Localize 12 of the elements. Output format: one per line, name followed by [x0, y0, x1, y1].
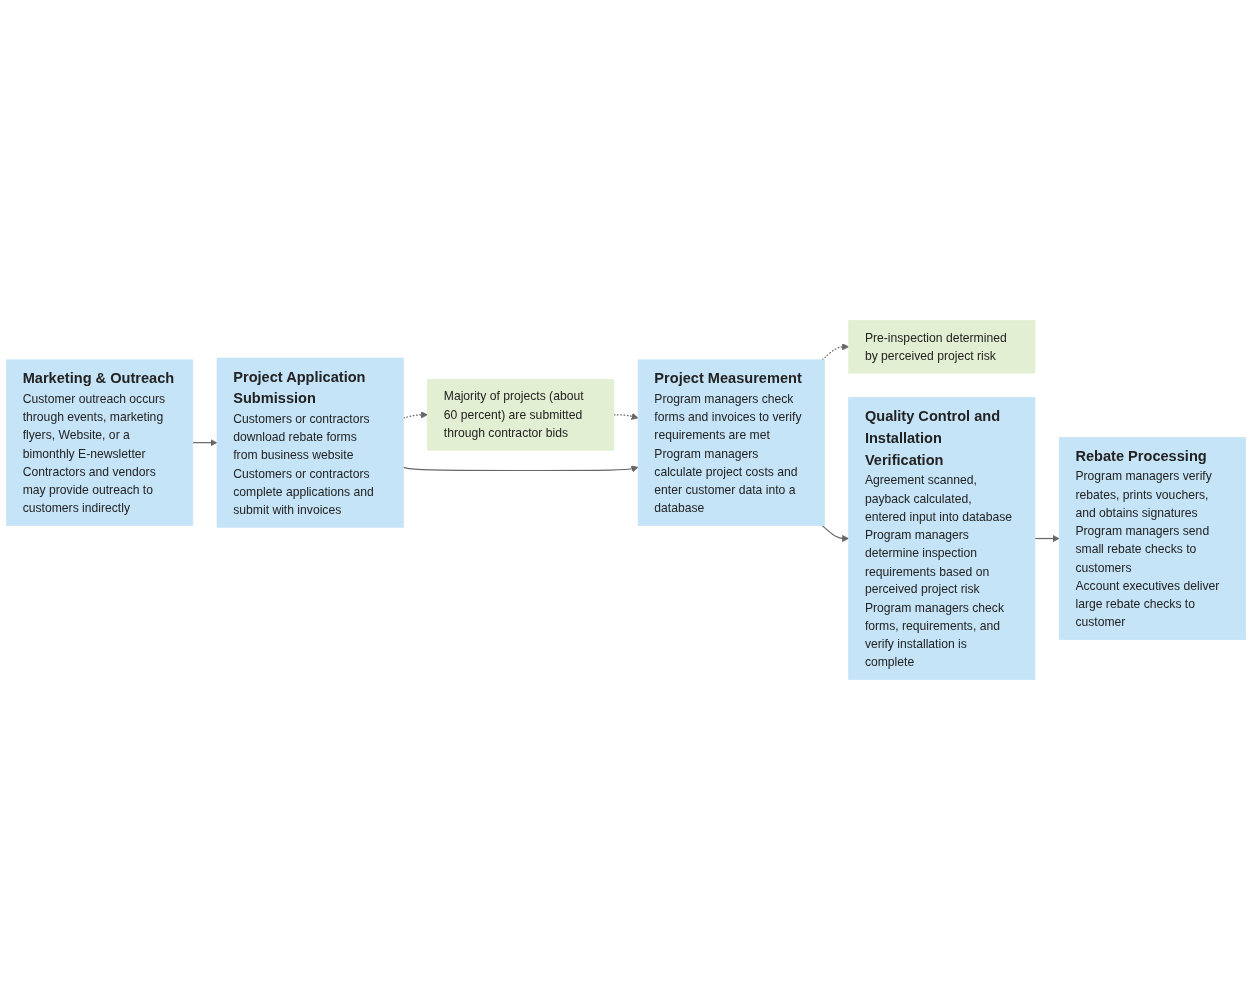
node-box: Majority of projects (about 60 percent) are submitted through contractor bids — [427, 378, 615, 451]
arrow — [821, 343, 849, 361]
node-box: Pre-inspection determined by perceived project risk — [848, 320, 1036, 374]
arrow — [821, 524, 849, 542]
node-box: Project Application Submission Customers or contractors download rebate forms from business website Customers or contractors complete applications and submit with invoices — [216, 357, 404, 528]
arrow — [402, 465, 639, 473]
arrow — [192, 439, 218, 447]
arrow — [1034, 534, 1060, 542]
node-box: Project Measurement Program managers check forms and invoices to verify requirements are met Program managers calculate project costs and enter customer data into a database — [637, 359, 825, 526]
node-box: Marketing & Outreach Customer outreach occurs through events, marketing flyers, Website, or a bimonthly E-newsletter Contractors and vendors may provide outreach to customers indirectly — [6, 359, 194, 526]
node-box: Rebate Processing Program managers verify rebates, prints vouchers, and obtains signatures Program managers send small rebate checks to customers Account executives deliver large rebate checks to customer — [1058, 437, 1246, 640]
node-box: Quality Control and Installation Verification Agreement scanned, payback calculated, entered input into database Program managers determine inspection requirements based on perceived project risk Program managers check forms, requirements, and verify installation is complete — [848, 396, 1036, 680]
